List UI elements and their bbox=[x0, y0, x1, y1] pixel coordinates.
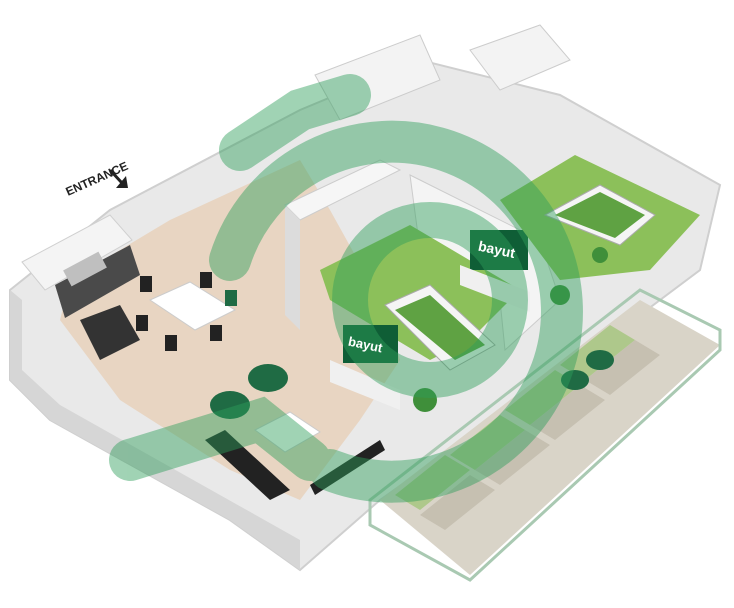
balcony bbox=[368, 288, 722, 582]
bedroom-1 bbox=[320, 225, 530, 371]
tv-logo-left: bayut bbox=[347, 334, 385, 356]
living-floor bbox=[60, 160, 400, 500]
living-tv-unit bbox=[330, 325, 400, 410]
plants bbox=[413, 247, 608, 412]
kitchen bbox=[21, 214, 140, 360]
watermark-logo bbox=[109, 74, 583, 503]
living-seating bbox=[205, 364, 385, 500]
bedroom-2 bbox=[500, 155, 700, 280]
entrance-arrow-icon bbox=[108, 168, 128, 188]
dining-table bbox=[136, 272, 237, 351]
tv-logo-right: bayut bbox=[477, 238, 517, 261]
